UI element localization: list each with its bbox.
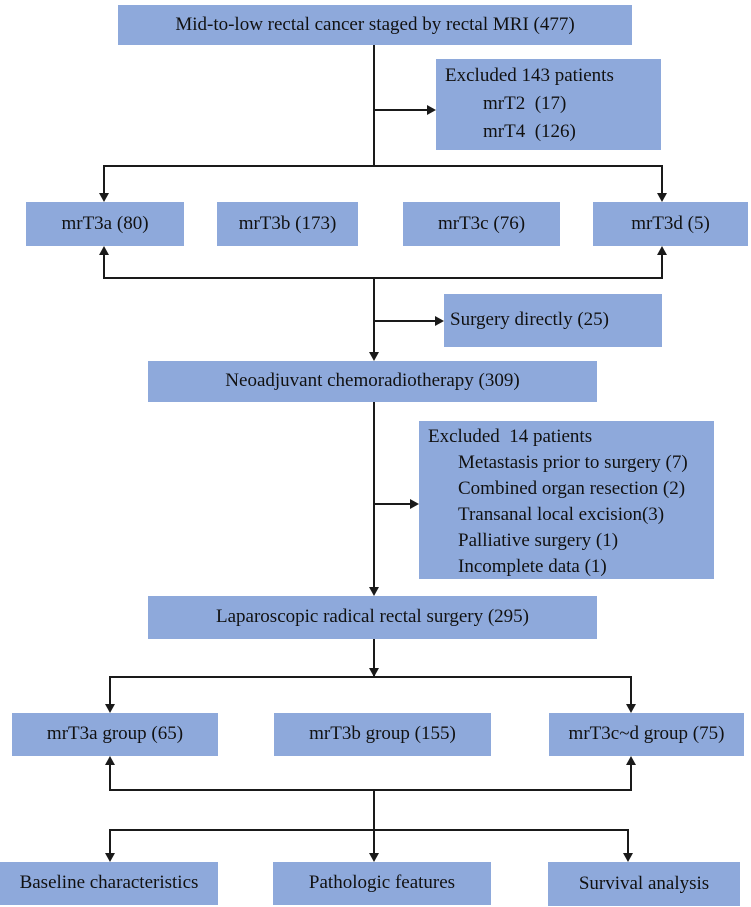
excluded-143-mrt4: mrT4 (126) [483,121,576,142]
arrowhead-into-group-mrt3a [105,704,115,713]
connector-branch-excluded-14 [374,503,410,505]
excluded-14-metastasis: Metastasis prior to surgery (7) [458,452,688,473]
box-laparoscopic: Laparoscopic radical rectal surgery (295… [148,596,597,639]
box-staged-by-mri: Mid-to-low rectal cancer staged by recta… [118,5,632,45]
connector-neoadjuvant-to-laparoscopic [373,402,375,588]
excluded-143-mrt2: mrT2 (17) [483,93,567,114]
connector-top-to-split1 [373,45,375,166]
box-pathologic-features: Pathologic features [273,862,491,905]
connector-split3-right-drop [627,829,629,855]
connector-split1-right-drop [661,165,663,196]
arrowhead-up-group-mrt3cd [626,756,636,765]
arrowhead-into-baseline [105,853,115,862]
box-group-mrt3a: mrT3a group (65) [12,713,218,756]
box-excluded-14: Excluded 14 patients Metastasis prior to… [419,421,714,579]
arrowhead-into-neoadjuvant [369,352,379,361]
arrowhead-up-group-mrt3a [105,756,115,765]
connector-split1 [103,165,663,167]
excluded-14-combined: Combined organ resection (2) [458,478,686,499]
arrowhead-into-laparoscopic [369,587,379,596]
connector-branch-surgery [374,320,435,322]
arrowhead-into-excluded-14 [410,499,419,509]
box-excluded-143: Excluded 143 patients mrT2 (17) mrT4 (12… [436,59,661,150]
arrowhead-into-survival [623,853,633,862]
box-survival-analysis: Survival analysis [548,862,740,906]
box-mrt3a: mrT3a (80) [26,202,184,246]
connector-converge1 [103,277,663,279]
box-neoadjuvant: Neoadjuvant chemoradiotherapy (309) [148,361,597,402]
connector-converge1-to-neoadjuvant [373,277,375,355]
connector-split3-left-drop [109,829,111,855]
excluded-14-palliative: Palliative surgery (1) [458,530,619,551]
connector-converge2-to-pathologic [373,789,375,855]
arrowhead-into-surgery [435,316,444,326]
box-group-mrt3b: mrT3b group (155) [274,713,491,756]
connector-group-cd-to-converge2 [630,763,632,791]
arrowhead-at-split2 [369,668,379,677]
arrowhead-up-mrt3d [657,246,667,255]
arrowhead-into-pathologic [369,853,379,862]
connector-laparoscopic-to-split2 [373,639,375,677]
box-surgery-directly: Surgery directly (25) [444,294,662,347]
box-baseline-characteristics: Baseline characteristics [0,862,218,905]
box-mrt3c: mrT3c (76) [403,202,560,246]
connector-converge2 [109,789,632,791]
excluded-143-title: Excluded 143 patients [445,65,614,86]
connector-group-a-to-converge2 [109,763,111,791]
arrowhead-into-mrt3d [657,193,667,202]
excluded-14-title: Excluded 14 patients [428,426,593,447]
connector-split2-left-drop [109,676,111,706]
connector-split2 [109,676,632,678]
excluded-14-transanal: Transanal local excision(3) [458,504,665,525]
arrowhead-into-excluded-143 [427,105,436,115]
connector-split2-right-drop [630,676,632,706]
connector-split3 [109,829,629,831]
connector-split1-left-drop [103,165,105,196]
excluded-14-incomplete: Incomplete data (1) [458,556,607,577]
arrowhead-up-mrt3a [99,246,109,255]
box-mrt3d: mrT3d (5) [593,202,748,246]
box-group-mrt3cd: mrT3c~d group (75) [549,713,744,756]
connector-branch-excluded-143 [374,109,428,111]
arrowhead-into-mrt3a [99,193,109,202]
connector-mrt3a-to-converge1 [103,253,105,279]
arrowhead-into-group-mrt3cd [626,704,636,713]
connector-mrt3d-to-converge1 [661,253,663,279]
box-mrt3b: mrT3b (173) [217,202,358,246]
